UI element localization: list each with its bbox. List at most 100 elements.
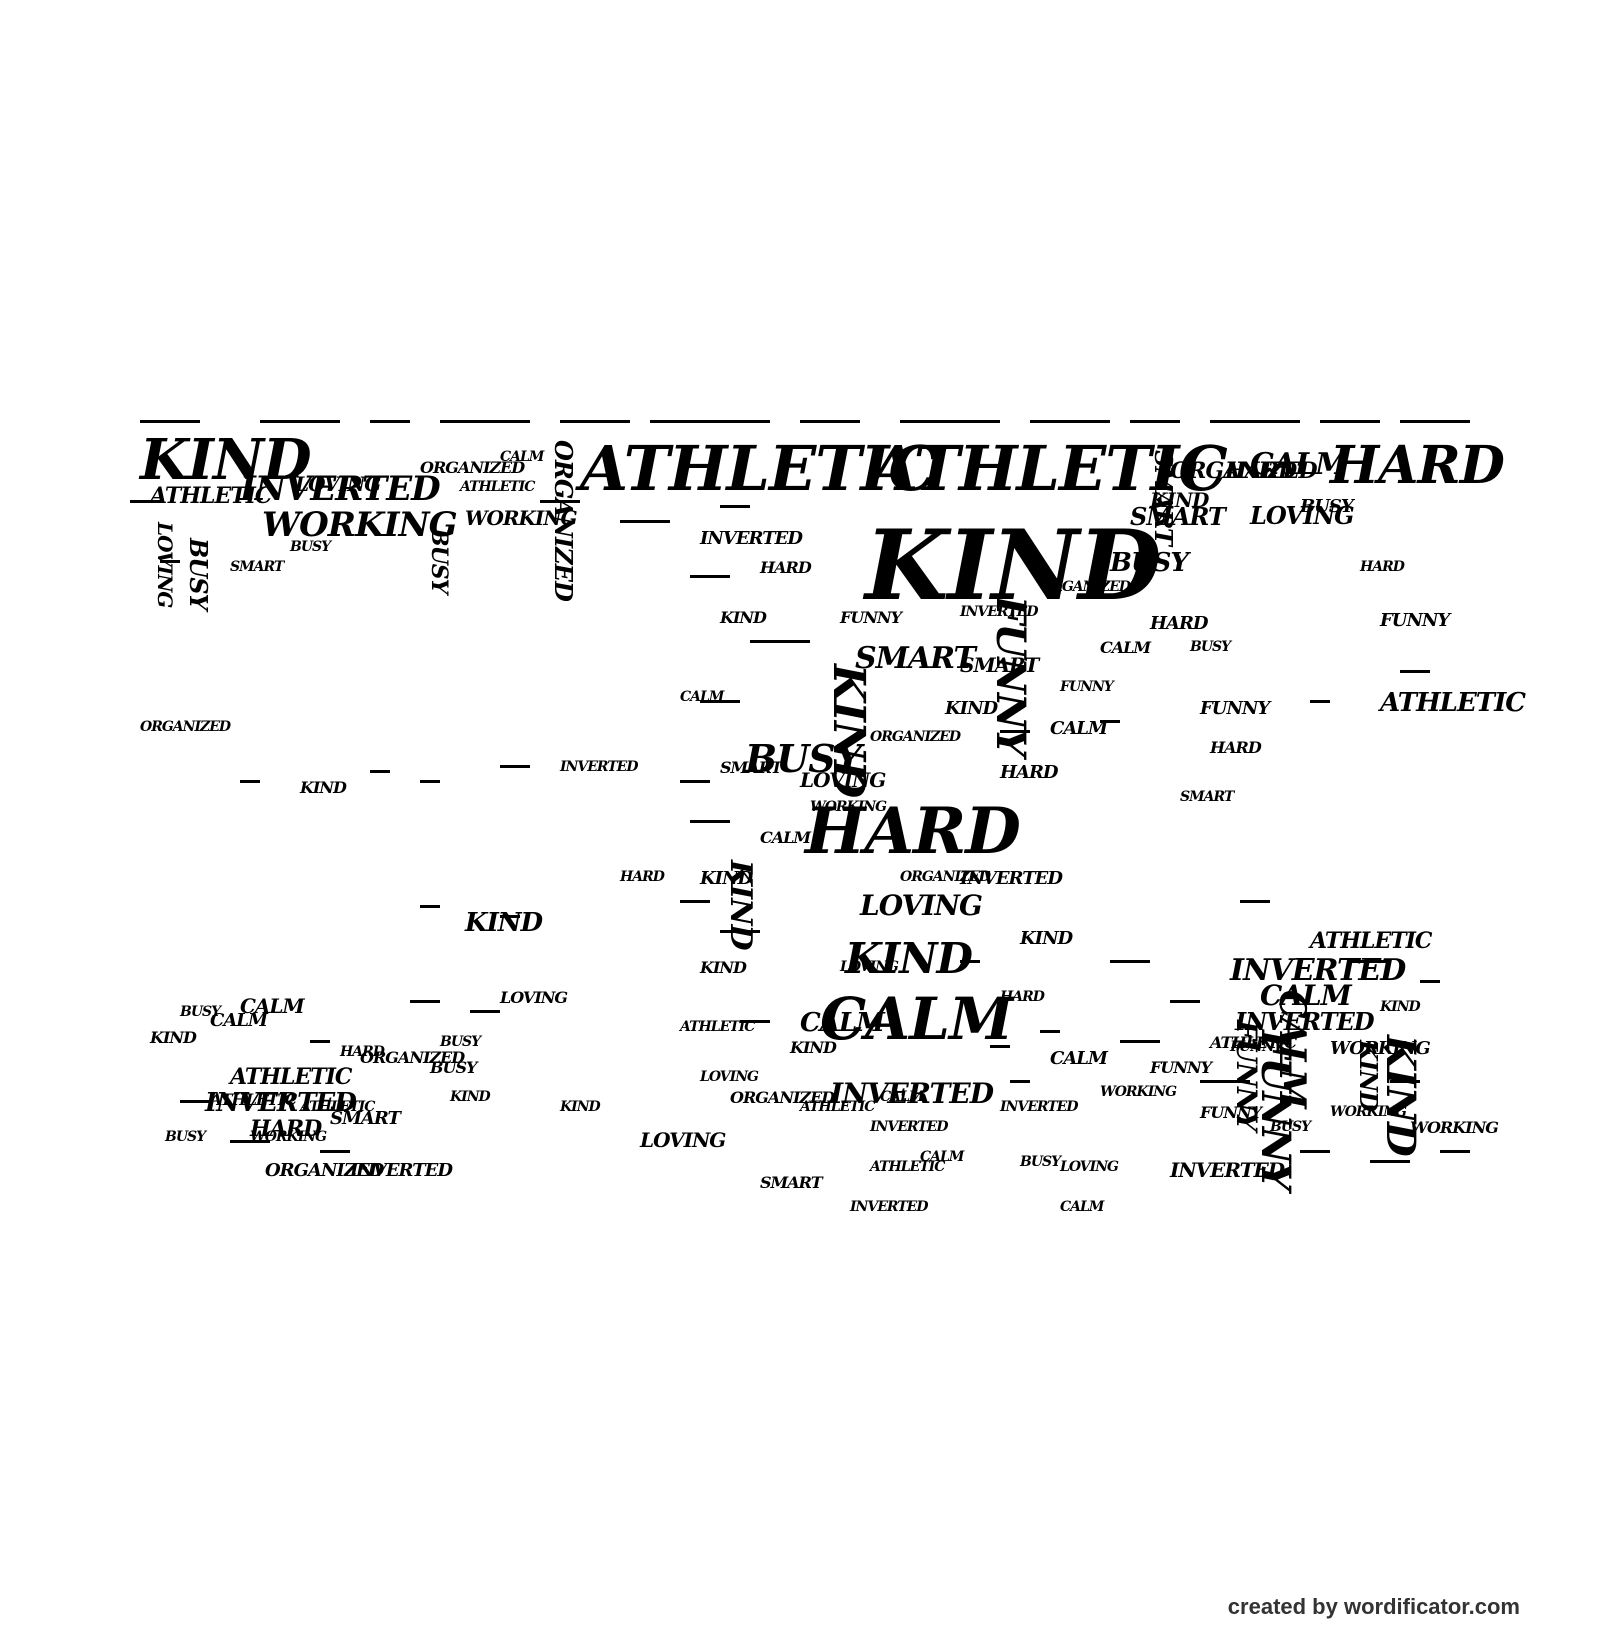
texture-dash — [1130, 420, 1180, 423]
cloud-word: WORKING — [810, 799, 887, 815]
texture-dash — [1210, 420, 1300, 423]
cloud-word: LOVING — [1250, 501, 1355, 530]
cloud-word: CALM — [210, 1010, 268, 1031]
texture-dash — [1350, 960, 1390, 963]
texture-dash — [1120, 1040, 1160, 1043]
cloud-word: ORGANIZED — [900, 869, 991, 885]
cloud-word: KIND — [865, 509, 1161, 622]
cloud-word: BUSY — [440, 1034, 481, 1050]
cloud-word: KIND — [1150, 488, 1209, 512]
cloud-word: ATHLETIC — [460, 479, 535, 495]
cloud-word: KIND — [700, 958, 747, 977]
cloud-word: BUSY — [426, 528, 452, 594]
cloud-word: BUSY — [1110, 548, 1189, 578]
texture-dash — [370, 770, 390, 773]
texture-dash — [750, 640, 810, 643]
cloud-word: ORGANIZED — [420, 458, 525, 477]
cloud-word: HARD — [1150, 613, 1209, 634]
cloud-word: HARD — [250, 1116, 322, 1142]
texture-dash — [1040, 1030, 1060, 1033]
cloud-word: ORGANIZED — [360, 1048, 465, 1067]
cloud-word: KIND — [450, 1089, 491, 1105]
cloud-word: ATHLETIC — [230, 1064, 352, 1090]
texture-dash — [1240, 900, 1270, 903]
cloud-word: ATHLETIC — [580, 432, 938, 505]
cloud-word: LOVING — [153, 522, 177, 608]
cloud-word: KIND — [945, 698, 998, 719]
cloud-word: ATHLETIC — [870, 1159, 945, 1175]
cloud-word: LOVING — [295, 472, 381, 496]
texture-dash — [410, 1000, 440, 1003]
texture-dash — [1400, 420, 1470, 423]
cloud-word: INVERTED — [960, 868, 1063, 889]
cloud-word: INVERTED — [1000, 1099, 1078, 1115]
cloud-word: INVERTED — [560, 759, 638, 775]
texture-dash — [500, 765, 530, 768]
cloud-word: CALM — [1060, 1199, 1104, 1215]
cloud-word: CALM — [1050, 718, 1108, 739]
cloud-word: INVERTED — [240, 469, 441, 509]
texture-dash — [1010, 1080, 1030, 1083]
cloud-word: KIND — [790, 1038, 837, 1057]
cloud-word: ATHLETIC — [1380, 688, 1526, 718]
cloud-word: ORGANIZED — [1040, 579, 1131, 595]
texture-dash — [420, 780, 440, 783]
cloud-word: HARD — [760, 558, 812, 577]
texture-dash — [1310, 700, 1330, 703]
texture-dash — [740, 1020, 770, 1023]
cloud-word: BUSY — [184, 538, 213, 610]
texture-dash — [1000, 730, 1030, 733]
cloud-word: BUSY — [1300, 496, 1354, 517]
cloud-word: LOVING — [800, 768, 886, 792]
cloud-word: BUSY — [180, 1004, 221, 1020]
cloud-word: ATHLETIC — [1310, 928, 1432, 954]
credit-watermark: created by wordificator.com — [1227, 1594, 1520, 1619]
cloud-word: ORGANIZED — [1170, 458, 1318, 484]
cloud-word: WORKING — [262, 505, 458, 545]
cloud-word: HARD — [805, 794, 1021, 869]
cloud-word: ATHLETIC — [870, 432, 1228, 505]
texture-dash — [560, 420, 630, 423]
cloud-word: LOVING — [500, 988, 568, 1007]
cloud-word: INVERTED — [850, 1199, 928, 1215]
texture-dash — [1370, 1160, 1410, 1163]
cloud-word: SMART — [760, 1173, 823, 1192]
cloud-word: ATHLETIC — [1210, 1033, 1297, 1052]
cloud-word: INVERTED — [205, 1088, 357, 1118]
cloud-word: KIND — [700, 868, 753, 889]
texture-dash — [540, 500, 580, 503]
cloud-word: SMART — [960, 653, 1039, 677]
cloud-word: SMART — [1180, 789, 1234, 805]
cloud-word: KIND — [465, 908, 543, 938]
cloud-word: WORKING — [1330, 1038, 1431, 1059]
cloud-word: INVERTED — [960, 604, 1038, 620]
texture-dash — [130, 500, 160, 503]
cloud-word: ORGANIZED — [265, 1160, 384, 1181]
cloud-word: CALM — [1260, 979, 1352, 1012]
cloud-word: FUNNY — [1060, 679, 1114, 695]
texture-dash — [240, 780, 260, 783]
cloud-word: KIND — [1020, 928, 1073, 949]
texture-dash — [1420, 980, 1440, 983]
texture-dash — [720, 930, 760, 933]
cloud-word: SMART — [1130, 502, 1226, 531]
texture-dash — [470, 1010, 500, 1013]
cloud-word: CALM — [500, 449, 544, 465]
cloud-word: KIND — [300, 778, 347, 797]
texture-dash — [720, 505, 750, 508]
cloud-word: LOVING — [1060, 1159, 1119, 1175]
texture-dash — [160, 560, 180, 563]
texture-dash — [1030, 420, 1110, 423]
cloud-word: CALM — [1100, 638, 1151, 657]
cloud-word: SMART — [855, 641, 976, 676]
cloud-word: HARD — [620, 869, 665, 885]
cloud-word: INVERTED — [870, 1119, 948, 1135]
cloud-word: HARD — [1360, 559, 1405, 575]
texture-dash — [370, 420, 410, 423]
cloud-word: CALM — [760, 828, 811, 847]
cloud-word: ORGANIZED — [730, 1088, 835, 1107]
cloud-word: ATHLETIC — [150, 483, 272, 509]
texture-dash — [990, 1045, 1010, 1048]
cloud-word: HARD — [340, 1044, 385, 1060]
cloud-word: LOVING — [860, 889, 983, 922]
